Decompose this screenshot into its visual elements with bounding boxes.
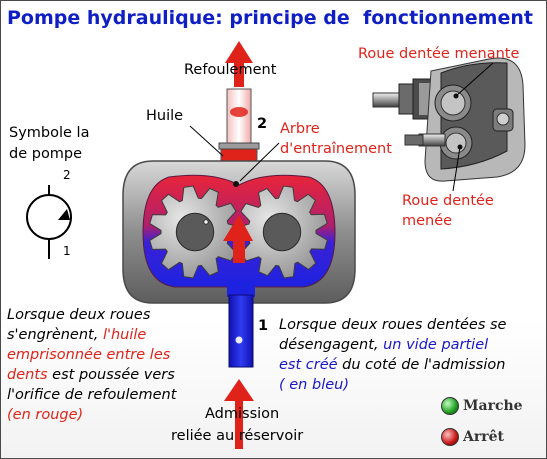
admission-label-line1: Admission: [205, 406, 280, 422]
engagement-line-4a: dents: [7, 367, 48, 383]
driving-gear-hub: [175, 212, 215, 252]
roue-menee-label-line2: menée: [402, 213, 453, 229]
disengagement-line-3: est créé du coté de l'admission: [279, 355, 541, 375]
engagement-line-2b: l'huile: [102, 327, 147, 343]
arret-indicator-icon: [441, 428, 459, 446]
page-title: Pompe hydraulique: principe de fonctionn…: [7, 7, 533, 29]
engagement-line-6: (en rouge): [7, 407, 84, 423]
symbol-port-2: 2: [63, 168, 71, 182]
arret-button[interactable]: Arrêt: [441, 428, 504, 446]
disengagement-line-3a: est créé: [279, 357, 338, 373]
arbre-label-line1: Arbre: [280, 121, 320, 137]
huile-label: Huile: [146, 108, 184, 124]
port-1-label: 1: [258, 318, 269, 334]
roue-menee-label-line1: Roue dentée: [402, 193, 494, 209]
disengagement-line-2a: désengagent,: [279, 337, 384, 353]
symbol-label-line1: Symbole la: [9, 125, 90, 141]
engagement-line-2a: s'engrènent,: [7, 327, 103, 343]
gear-key-dot: [203, 219, 209, 225]
engagement-line-3: emprisonnée entre les: [7, 347, 171, 363]
marche-button-label: Marche: [463, 398, 523, 414]
disengagement-explanation: Lorsque deux roues dentées se désengagen…: [279, 315, 541, 395]
inlet-arrow: [224, 379, 254, 449]
marche-indicator-icon: [441, 397, 459, 415]
driven-gear-hub: [262, 212, 302, 252]
port-2-label: 2: [257, 116, 268, 132]
symbol-port-1: 1: [63, 244, 71, 258]
gears: [149, 185, 328, 279]
outlet-arrow: [225, 41, 253, 87]
symbol-label-line2: de pompe: [9, 146, 83, 162]
arbre-leader: [239, 142, 280, 182]
engagement-explanation: Lorsque deux roues s'engrènent, l'huile …: [7, 305, 207, 425]
pump-symbol: [26, 185, 72, 259]
disengagement-line-2b: un vide partiel: [383, 337, 489, 353]
disengagement-line-2: désengagent, un vide partiel: [279, 335, 541, 355]
shaft-marker: [233, 181, 239, 187]
inlet-tube: [227, 281, 255, 368]
flow-arrow-inner: [223, 215, 253, 263]
arret-button-label: Arrêt: [463, 429, 504, 445]
marche-button[interactable]: Marche: [441, 397, 523, 415]
admission-label-line2: reliée au réservoir: [171, 428, 304, 444]
disengagement-line-1: Lorsque deux roues dentées se: [279, 317, 507, 333]
engagement-line-4: dents est poussée vers: [7, 365, 207, 385]
engagement-line-2: s'engrènent, l'huile: [7, 325, 207, 345]
pump-3d-illustration: [372, 57, 526, 192]
engagement-line-4b: est poussée vers: [47, 367, 175, 383]
engagement-line-1: Lorsque deux roues: [7, 307, 151, 323]
engagement-line-5: l'orifice de refoulement: [7, 387, 177, 403]
disengagement-line-4: ( en bleu): [279, 377, 349, 393]
disengagement-line-3b: du coté de l'admission: [337, 357, 506, 373]
roue-menante-label: Roue dentée menante: [358, 46, 520, 62]
outlet-tube: [218, 88, 260, 170]
huile-leader: [189, 125, 224, 157]
arbre-label-line2: d'entraînement: [280, 141, 392, 157]
refoulement-label: Refoulement: [184, 62, 277, 78]
